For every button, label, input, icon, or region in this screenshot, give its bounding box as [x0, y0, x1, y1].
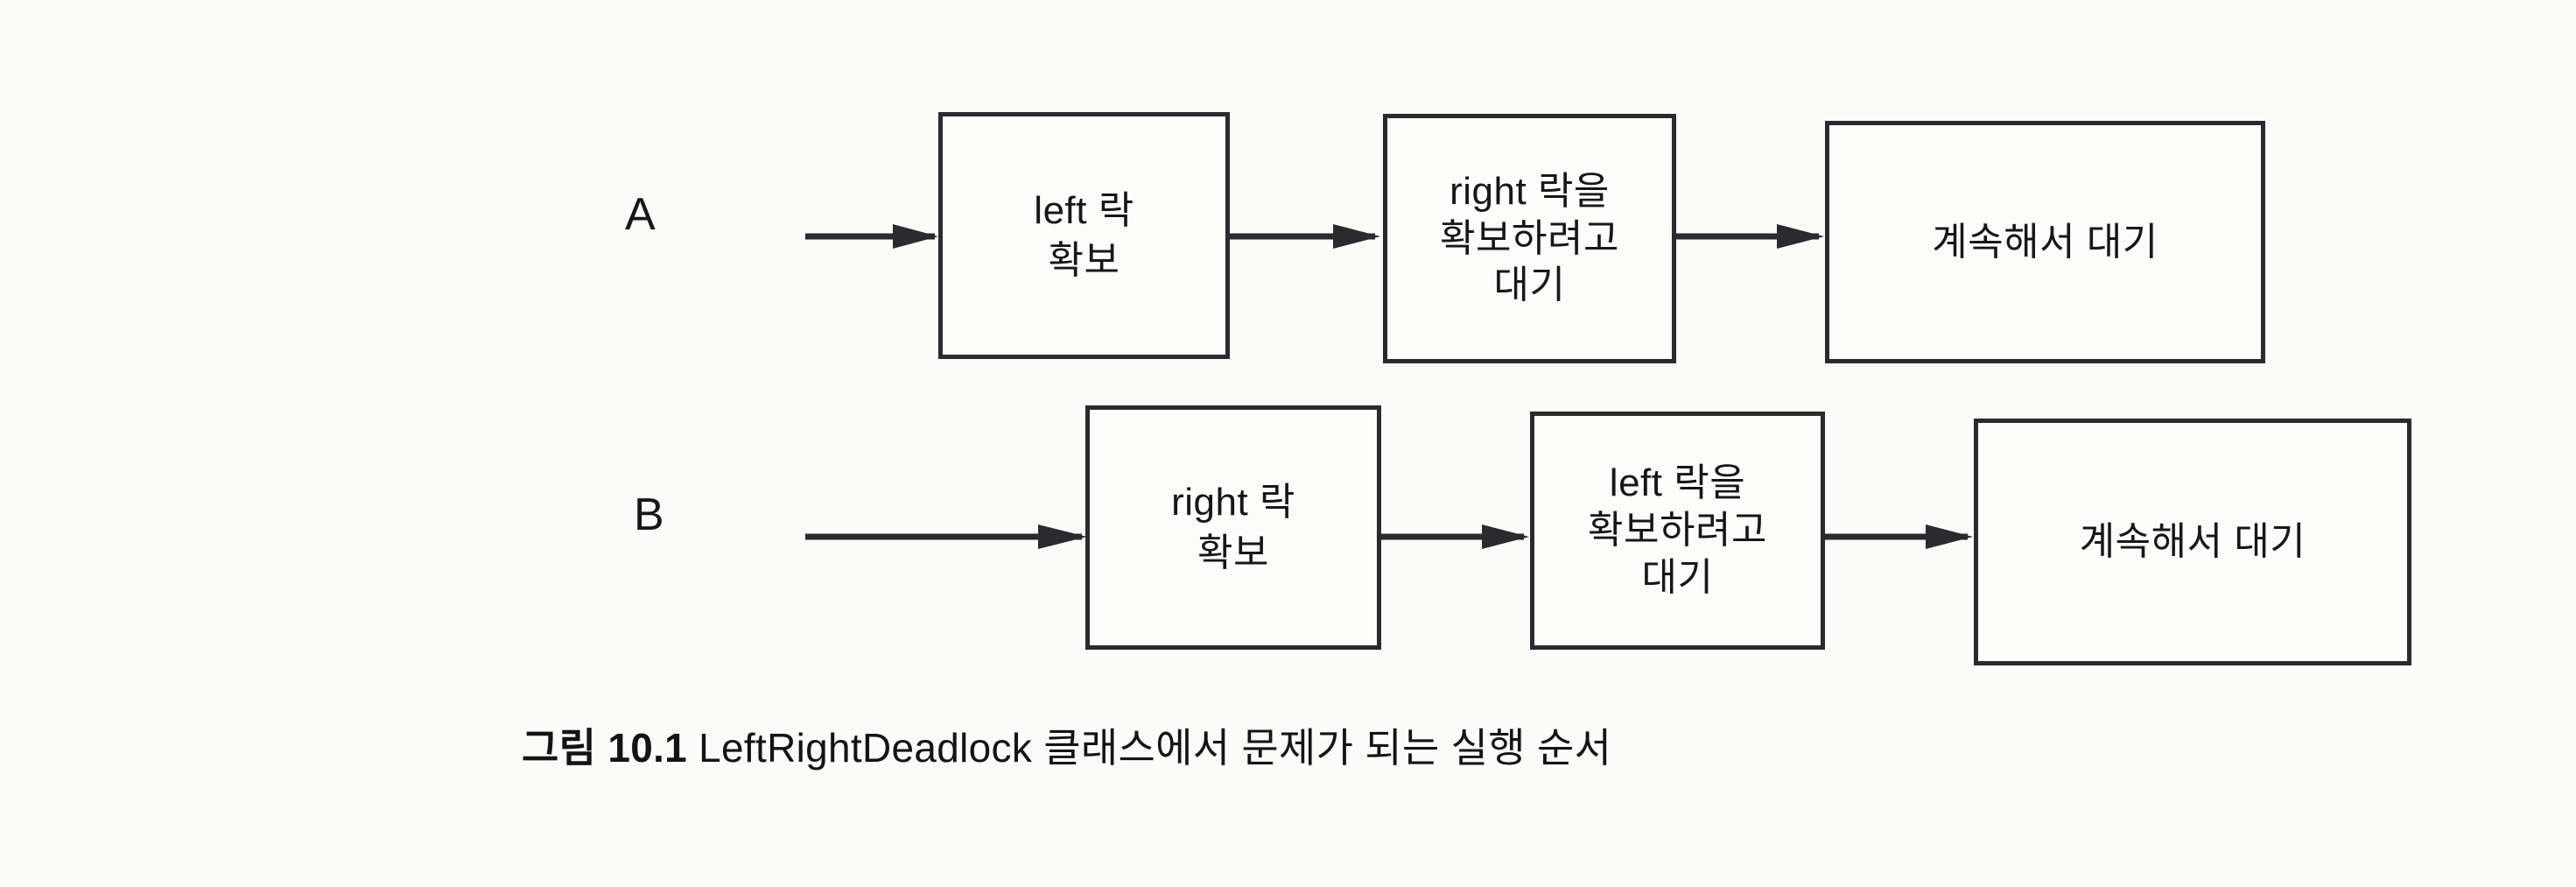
figure-caption-text: LeftRightDeadlock 클래스에서 문제가 되는 실행 순서 — [698, 725, 1612, 771]
lane-a-node-1: left 락 확보 — [938, 112, 1230, 359]
lane-a-node-2: right 락을 확보하려고 대기 — [1383, 114, 1676, 363]
lane-a-entry-arrow — [805, 222, 945, 251]
lane-b-node-3: 계속해서 대기 — [1974, 419, 2411, 665]
lane-a-node-3-label: 계속해서 대기 — [1932, 220, 2158, 264]
lane-b-node-3-label: 계속해서 대기 — [2079, 520, 2306, 564]
lane-a-node-3: 계속해서 대기 — [1825, 121, 2265, 363]
lane-b-node-2: left 락을 확보하려고 대기 — [1530, 412, 1825, 650]
lane-b-node-2-label: left 락을 확보하려고 대기 — [1588, 461, 1767, 599]
lane-a-node-2-label: right 락을 확보하려고 대기 — [1440, 169, 1619, 307]
lane-label-b: B — [634, 489, 665, 540]
lane-b-step-arrow-2 — [1825, 522, 1978, 552]
lane-b-step-arrow-1 — [1381, 522, 1534, 552]
lane-b-entry-arrow — [805, 522, 1092, 552]
lane-a-step-arrow-1 — [1230, 222, 1386, 251]
lane-b-node-1: right 락 확보 — [1085, 405, 1381, 650]
lane-label-a: A — [625, 189, 656, 240]
figure-caption: 그림 10.1 LeftRightDeadlock 클래스에서 문제가 되는 실… — [522, 716, 1611, 774]
lane-b-node-1-label: right 락 확보 — [1171, 481, 1295, 574]
lane-a-step-arrow-2 — [1676, 222, 1829, 251]
figure-caption-number: 그림 10.1 — [522, 725, 688, 771]
lane-a-node-1-label: left 락 확보 — [1034, 188, 1134, 282]
